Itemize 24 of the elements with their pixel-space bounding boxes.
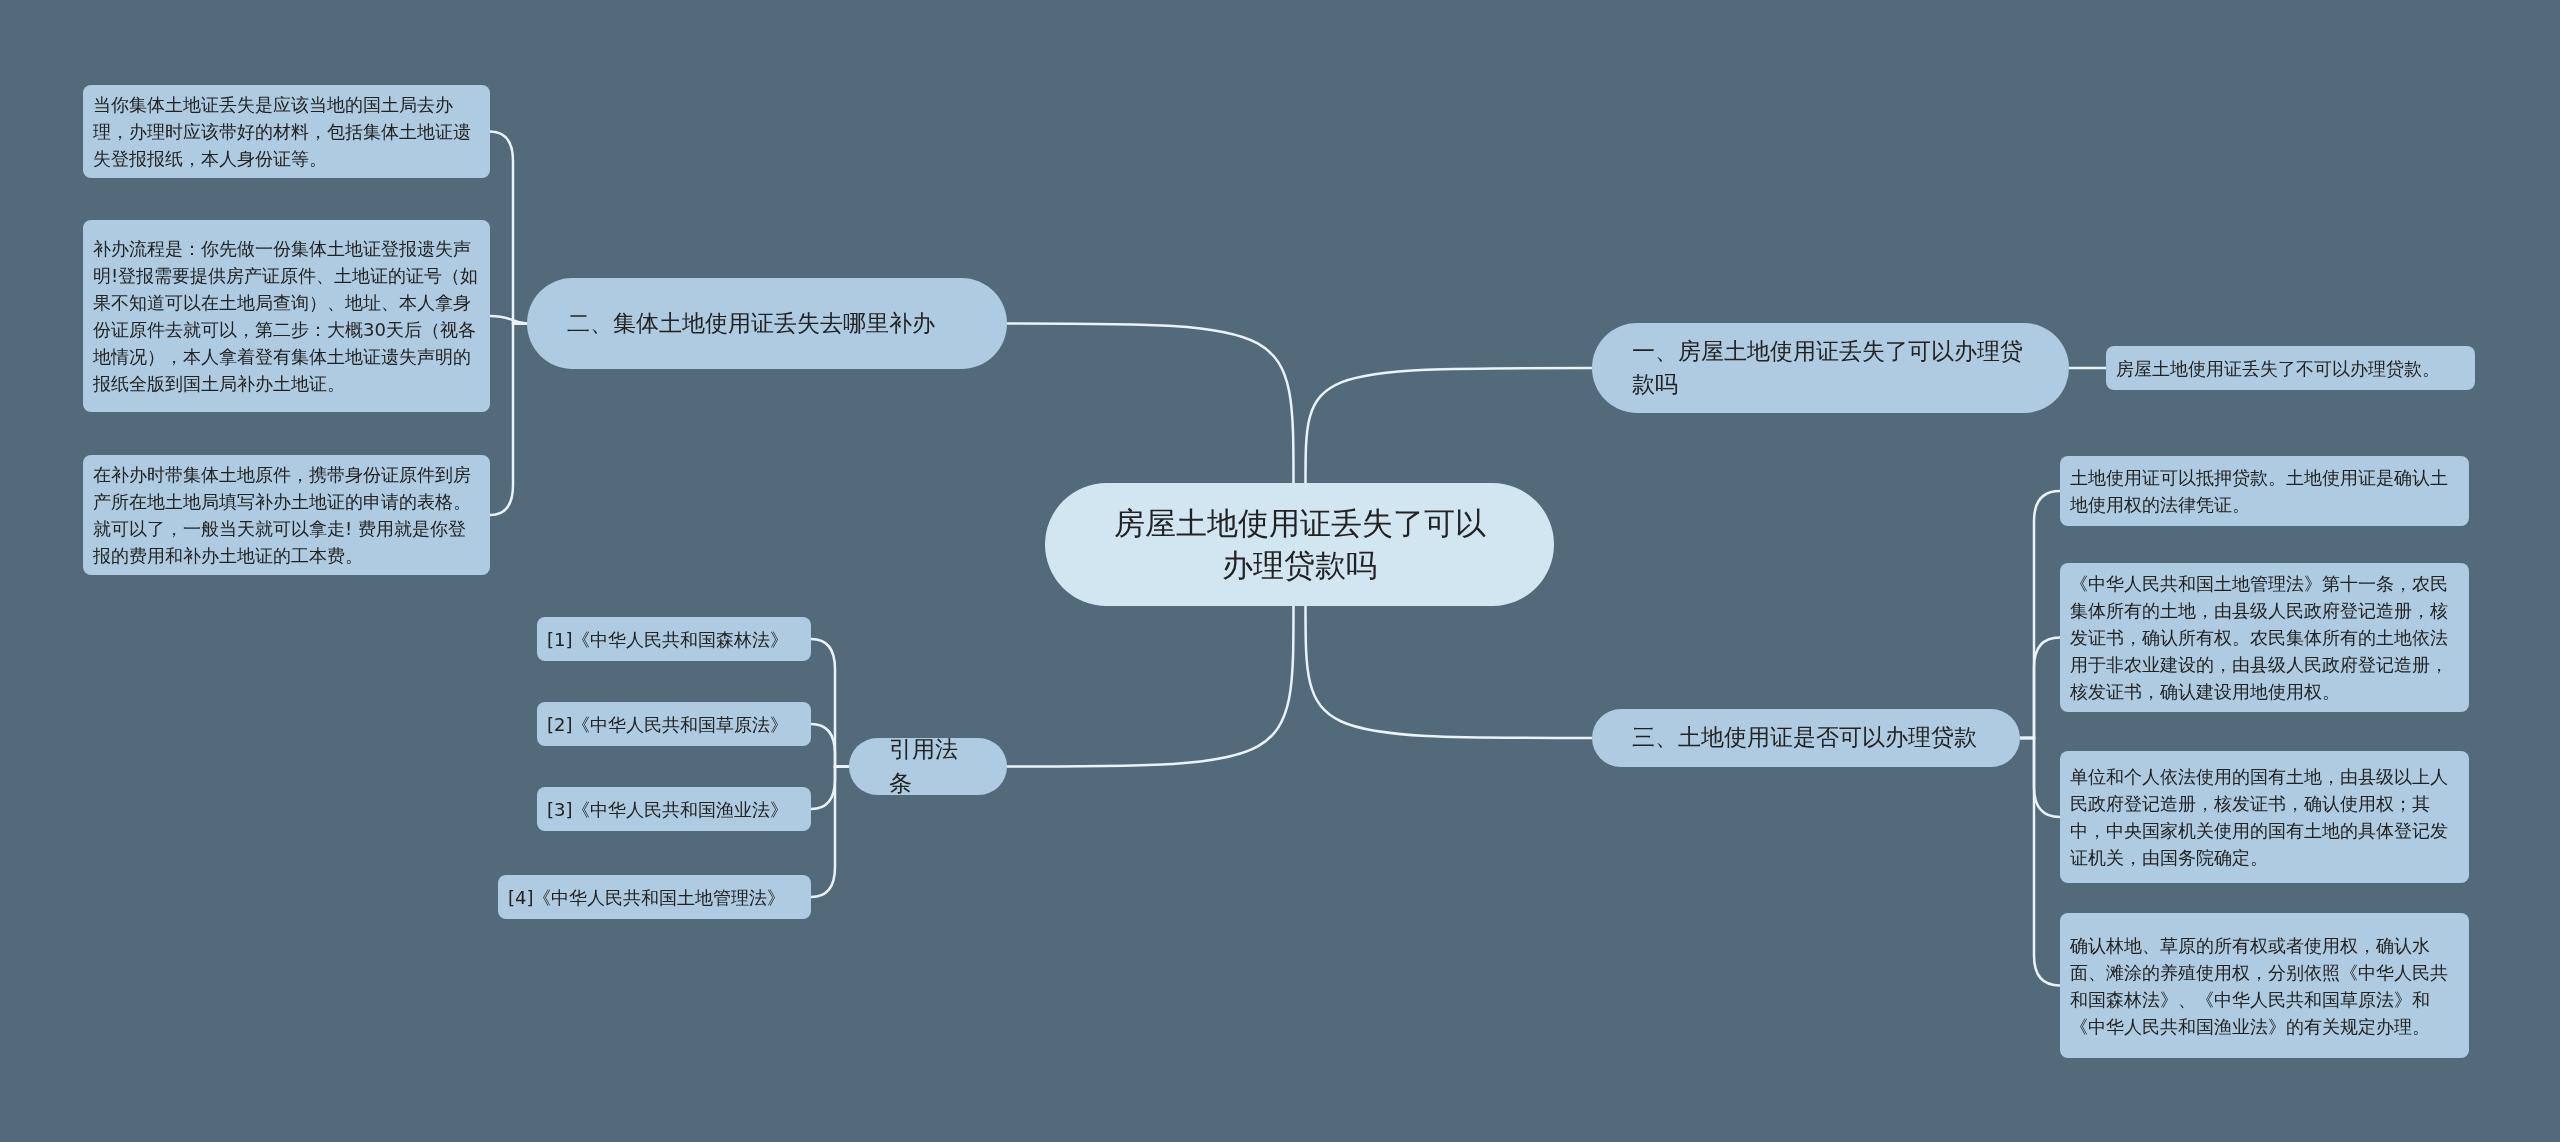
leaf-card: 当你集体土地证丢失是应该当地的国土局去办理，办理时应该带好的材料，包括集体土地证遗失登报报纸，本人身份证等。: [83, 85, 490, 178]
connector-line: [2069, 366, 2106, 370]
leaf-card: 土地使用证可以抵押贷款。土地使用证是确认土地使用权的法律凭证。: [2060, 456, 2469, 526]
leaf-card: 在补办时带集体土地原件，携带身份证原件到房产所在地土地局填写补办土地证的申请的表格。就可以了，一般当天就可以拿走! 费用就是你登报的费用和补办土地证的工本费。: [83, 455, 490, 575]
connector-line: [1304, 366, 1592, 483]
branch-topic: 二、集体土地使用证丢失去哪里补办: [527, 278, 1007, 369]
leaf-card: 《中华人民共和国土地管理法》第十一条，农民集体所有的土地，由县级人民政府登记造册，核发证书，确认所有权。农民集体所有的土地依法用于非农业建设的，由县级人民政府登记造册，核发证书，确认建设用地使用权。: [2060, 563, 2469, 712]
branch-topic: 三、土地使用证是否可以办理贷款: [1592, 709, 2020, 767]
connector-line: [1007, 322, 1295, 483]
leaf-card: [3]《中华人民共和国渔业法》: [537, 787, 811, 831]
leaf-card: 单位和个人依法使用的国有土地，由县级以上人民政府登记造册，核发证书，确认使用权；其中，中央国家机关使用的国有土地的具体登记发证机关，由国务院确定。: [2060, 751, 2469, 883]
connector-line: [1304, 606, 1592, 740]
leaf-card: [2]《中华人民共和国草原法》: [537, 702, 811, 746]
leaf-card: [1]《中华人民共和国森林法》: [537, 617, 811, 661]
leaf-card: 补办流程是：你先做一份集体土地证登报遗失声明!登报需要提供房产证原件、土地证的证号（如果不知道可以在土地局查询）、地址、本人拿身份证原件去就可以，第二步：大概30天后（视各地情况），本人拿着登有集体土地证遗失声明的报纸全版到国土局补办土地证。: [83, 220, 490, 412]
leaf-card: 确认林地、草原的所有权或者使用权，确认水面、滩涂的养殖使用权，分别依照《中华人民共和国森林法》、《中华人民共和国草原法》和《中华人民共和国渔业法》的有关规定办理。: [2060, 913, 2469, 1058]
leaf-card: 房屋土地使用证丢失了不可以办理贷款。: [2106, 346, 2475, 390]
leaf-card: [4]《中华人民共和国土地管理法》: [498, 875, 811, 919]
connector-line: [489, 322, 527, 517]
connector-line: [2020, 736, 2061, 987]
central-topic: 房屋土地使用证丢失了可以办理贷款吗: [1045, 483, 1554, 606]
connector-line: [1007, 606, 1295, 768]
branch-topic: 引用法条: [849, 738, 1007, 795]
branch-topic: 一、房屋土地使用证丢失了可以办理贷款吗: [1592, 323, 2069, 413]
